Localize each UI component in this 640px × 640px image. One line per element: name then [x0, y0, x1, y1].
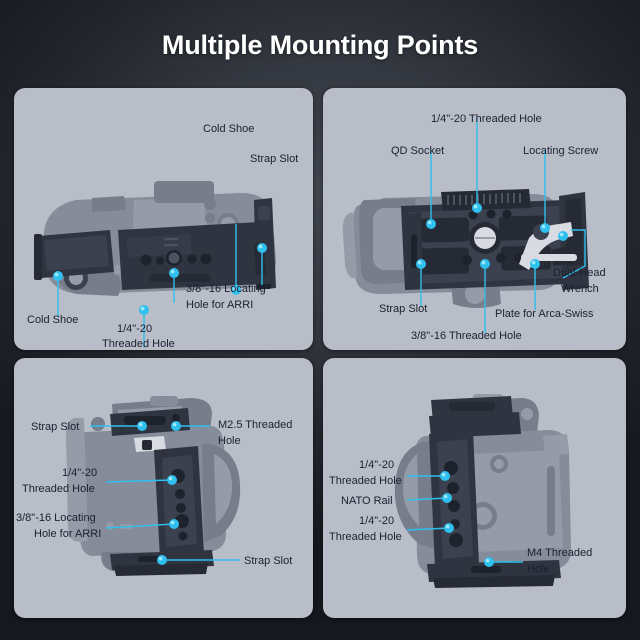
- label-arri-line1: 3/8"-16 Locating: [186, 283, 266, 295]
- panel-left-side-view: Strap Slot M2.5 Threaded Hole 1/4"-20 Th…: [14, 358, 313, 618]
- callout-lines: [420, 118, 586, 333]
- label-strap-slot: Strap Slot: [379, 303, 427, 315]
- page-title: Multiple Mounting Points: [161, 30, 479, 60]
- label-quarter-20-line1: 1/4"-20: [117, 323, 152, 335]
- label-dual-head-line1: Dual-Head: [553, 267, 606, 279]
- label-m25-line2: Hole: [218, 435, 241, 447]
- panel-top-view: Cold Shoe Strap Slot Cold Shoe 1/4"-20 T…: [14, 88, 313, 350]
- label-quarter-20-lower-line2: Threaded Hole: [329, 531, 402, 543]
- label-dual-head-line2: Wrench: [561, 283, 599, 295]
- label-arri-line2: Hole for ARRI: [34, 528, 101, 540]
- label-quarter-20-line2: Threaded Hole: [102, 338, 175, 350]
- label-quarter-20-lower-line1: 1/4"-20: [359, 515, 394, 527]
- label-strap-slot-top: Strap Slot: [31, 421, 79, 433]
- cage-illustration: [427, 396, 561, 588]
- label-strap-slot-bottom: Strap Slot: [244, 555, 292, 567]
- callout-dots: [416, 203, 568, 269]
- label-cold-shoe-top: Cold Shoe: [203, 123, 254, 135]
- label-plate-arca-swiss: Plate for Arca-Swiss: [495, 308, 594, 320]
- cage-illustration: [34, 198, 276, 290]
- label-m4-line2: Hole: [527, 563, 550, 575]
- callout-lines: [406, 475, 523, 563]
- callout-dots: [53, 243, 267, 315]
- panel-bottom-view: 1/4"-20 Threaded Hole QD Socket Locating…: [323, 88, 626, 350]
- label-arri-line1: 3/8"-16 Locating: [16, 512, 96, 524]
- label-arri-line2: Hole for ARRI: [186, 299, 253, 311]
- callout-lines: [90, 425, 240, 561]
- label-qd-socket: QD Socket: [391, 145, 444, 157]
- label-strap-slot: Strap Slot: [250, 153, 298, 165]
- label-quarter-20-upper-line1: 1/4"-20: [359, 459, 394, 471]
- label-quarter-20-threaded-hole: 1/4"-20 Threaded Hole: [431, 113, 542, 125]
- label-quarter-20-line2: Threaded Hole: [22, 483, 95, 495]
- label-nato-rail: NATO Rail: [341, 495, 393, 507]
- label-m25-line1: M2.5 Threaded: [218, 419, 292, 431]
- callout-dots: [137, 421, 181, 565]
- label-locating-screw: Locating Screw: [523, 145, 598, 157]
- panel-right-side-view: 1/4"-20 Threaded Hole NATO Rail 1/4"-20 …: [323, 358, 626, 618]
- label-cold-shoe-left: Cold Shoe: [27, 314, 78, 326]
- label-three-eighths-threaded-hole: 3/8"-16 Threaded Hole: [411, 330, 522, 342]
- label-quarter-20-upper-line2: Threaded Hole: [329, 475, 402, 487]
- callout-dots: [440, 471, 494, 567]
- label-quarter-20-line1: 1/4"-20: [62, 467, 97, 479]
- label-m4-line1: M4 Threaded: [527, 547, 592, 559]
